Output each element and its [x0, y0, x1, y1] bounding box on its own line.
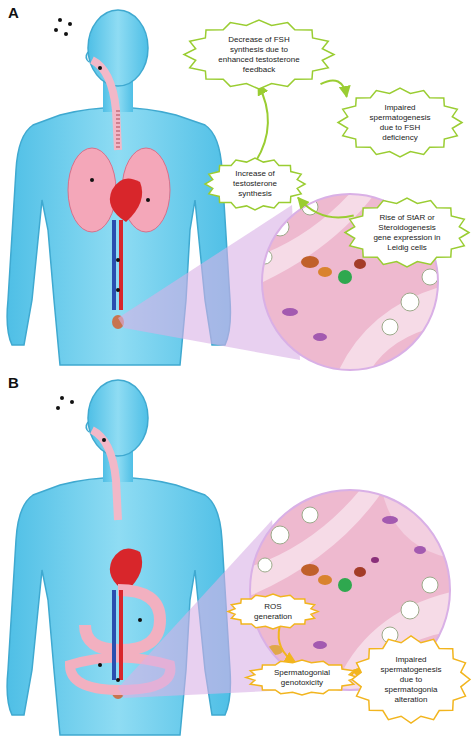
curved-arrow — [298, 198, 354, 218]
curved-arrow — [279, 627, 296, 663]
starburst-callout: Decrease of FSH synthesis due to enhance… — [184, 20, 334, 89]
curved-arrow — [256, 84, 268, 161]
callout-text: Impaired spermatogenesis due to FSH defi… — [363, 103, 437, 143]
starburst-callout: ROS generation — [228, 594, 318, 629]
starburst-callout: Spermatogonial genotoxicity — [246, 660, 358, 695]
callout-text: Spermatogonial genotoxicity — [268, 668, 335, 688]
panel-letter: B — [8, 374, 19, 391]
callout-label: Spermatogonial genotoxicity — [268, 668, 335, 688]
starburst-callout: Impaired spermatogenesis due to spermato… — [352, 636, 470, 723]
panel-letter: A — [8, 4, 19, 21]
callout-text: ROS generation — [246, 602, 300, 622]
starburst-callout: Rise of StAR or Steroidogenesis gene exp… — [345, 198, 469, 267]
callout-label: ROS generation — [246, 602, 300, 622]
callout-label: Increase of testosterone synthesis — [225, 169, 285, 199]
starburst-callout: Increase of testosterone synthesis — [205, 158, 305, 210]
starburst-callout: Impaired spermatogenesis due to FSH defi… — [338, 88, 462, 157]
callout-text: Impaired spermatogenesis due to spermato… — [376, 655, 447, 705]
callout-text: Rise of StAR or Steroidogenesis gene exp… — [370, 213, 444, 253]
callout-label: Impaired spermatogenesis due to FSH defi… — [363, 103, 437, 143]
callout-label: Rise of StAR or Steroidogenesis gene exp… — [370, 213, 444, 253]
callout-text: Decrease of FSH synthesis due to enhance… — [214, 35, 304, 75]
callout-text: Increase of testosterone synthesis — [225, 169, 285, 199]
curved-arrow — [321, 80, 347, 96]
callout-label: Decrease of FSH synthesis due to enhance… — [214, 35, 304, 75]
callout-label: Impaired spermatogenesis due to spermato… — [376, 655, 447, 705]
